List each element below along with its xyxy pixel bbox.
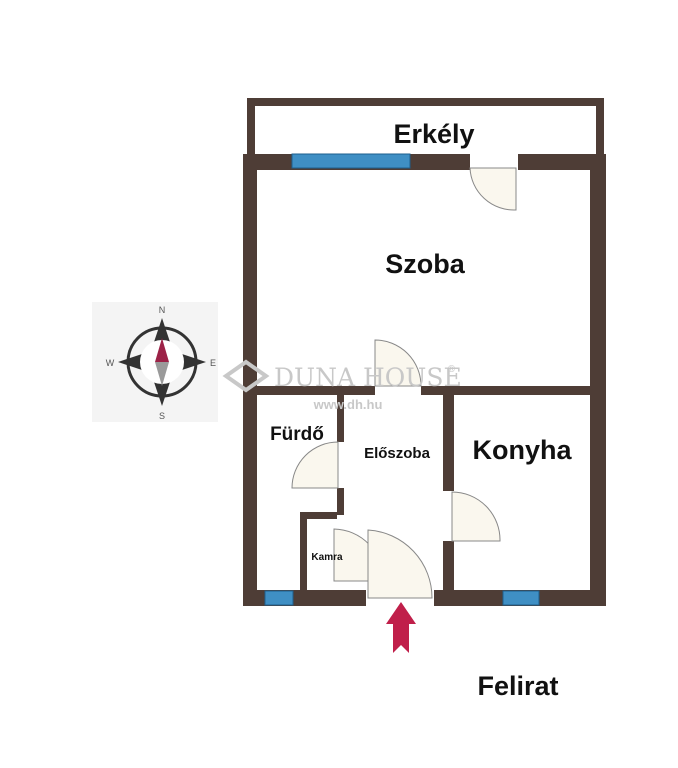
windows — [264, 153, 540, 606]
compass-label-n: N — [159, 305, 166, 315]
door-entrance — [367, 529, 433, 599]
window-balcony — [291, 153, 411, 169]
compass-tick-south — [154, 382, 170, 406]
room-label-balcony: Erkély — [393, 119, 474, 149]
door-gap-balcony — [470, 154, 518, 170]
room-label-bathroom: Fürdő — [270, 424, 324, 445]
door-gap-room — [375, 386, 421, 395]
compass-needle-south — [155, 362, 169, 386]
room-label-room: Szoba — [385, 249, 465, 279]
compass-label-e: E — [210, 358, 216, 368]
room-label-kitchen: Konyha — [472, 435, 572, 465]
door-gap-bathroom — [337, 442, 344, 488]
wall-pantry-west — [300, 512, 307, 590]
door-balcony — [469, 167, 517, 211]
door-bathroom — [291, 441, 339, 489]
room-label-pantry: Kamra — [311, 552, 343, 563]
compass-label-w: W — [106, 358, 115, 368]
watermark-brand: DUNA HOUSE — [274, 363, 462, 392]
entrance-arrow-icon — [386, 602, 416, 653]
watermark-registered: ® — [447, 365, 456, 375]
door-kitchen — [451, 491, 501, 542]
doors — [291, 154, 518, 606]
compass-needle-north — [155, 338, 169, 362]
window-kitchen — [502, 590, 540, 606]
watermark-logo-icon — [222, 359, 270, 393]
caption: Felirat — [477, 671, 558, 701]
compass-label-s: S — [159, 411, 165, 421]
wall-west — [243, 154, 257, 606]
wall-east — [590, 154, 606, 606]
watermark: DUNA HOUSE ® www.dh.hu — [222, 359, 462, 412]
compass-tick-north — [154, 318, 170, 342]
wall-pantry-north — [300, 512, 337, 519]
room-label-hallway: Előszoba — [364, 445, 431, 462]
watermark-url: www.dh.hu — [313, 397, 383, 412]
compass-tick-west — [118, 354, 142, 370]
window-bathroom — [264, 590, 294, 606]
door-gap-kitchen — [443, 491, 454, 541]
compass: N S E W — [92, 302, 218, 422]
door-room — [374, 339, 422, 387]
wall-room-divider — [257, 386, 590, 395]
compass-tick-east — [182, 354, 206, 370]
